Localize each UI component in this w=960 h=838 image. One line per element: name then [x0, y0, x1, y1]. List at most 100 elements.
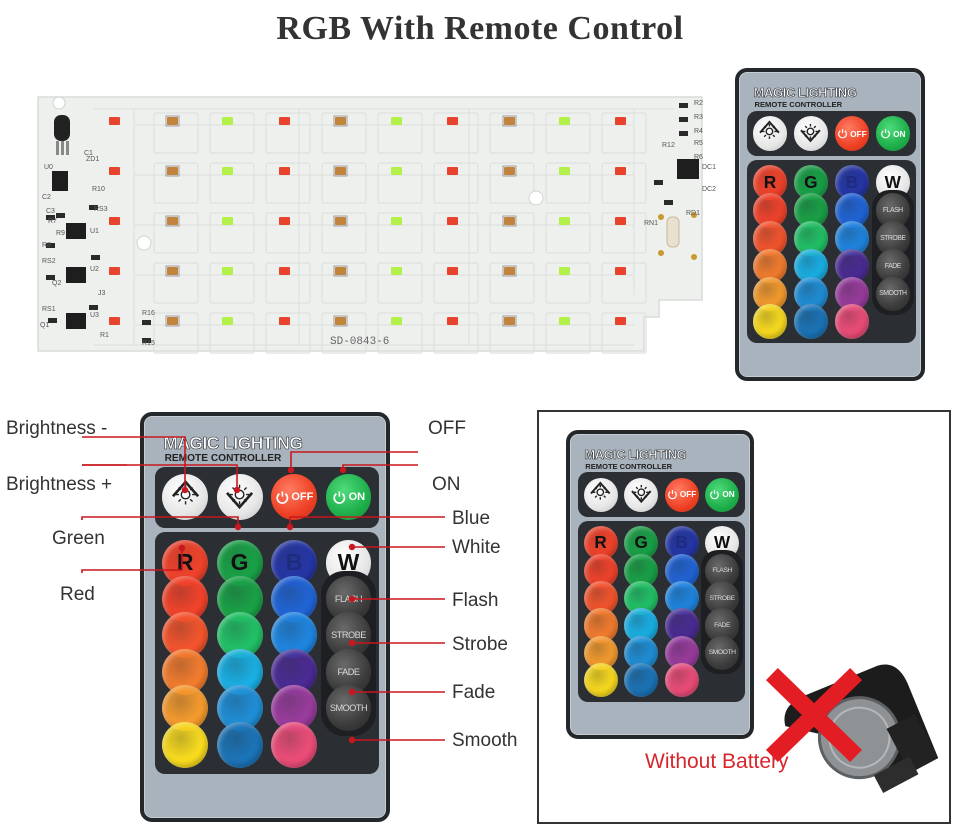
strobe-button-label: STROBE	[709, 594, 736, 602]
color-button[interactable]	[216, 721, 263, 768]
color-button[interactable]	[752, 304, 788, 339]
off-button[interactable]: OFF	[271, 474, 318, 521]
pcb-led-white	[222, 217, 233, 225]
on-button[interactable]: ON	[875, 116, 911, 151]
strobe-button-label: STROBE	[880, 234, 906, 242]
red-button-label: R	[763, 172, 777, 193]
blue-button[interactable]: B	[664, 526, 699, 561]
svg-text:U1: U1	[90, 228, 99, 235]
svg-text:Q2: Q2	[52, 280, 61, 287]
pcb-led-warm	[335, 117, 346, 125]
label-brightness-plus: Brightness +	[6, 474, 113, 495]
brightness-up-button[interactable]	[793, 116, 829, 151]
color-button[interactable]	[624, 663, 659, 698]
brightness-up-icon	[629, 480, 654, 510]
svg-text:ZD1: ZD1	[86, 156, 99, 163]
pcb-led-red	[109, 117, 120, 125]
color-button[interactable]	[664, 663, 699, 698]
color-button[interactable]	[583, 663, 618, 698]
smooth-button[interactable]: SMOOTH	[325, 685, 372, 732]
red-x-mark-icon	[765, 667, 863, 763]
remote-subtitle-label: REMOTE CONTROLLER	[164, 453, 282, 465]
flash-button-label: FLASH	[334, 594, 363, 605]
pcb-led-red	[615, 267, 626, 275]
pcb-led-warm	[167, 317, 178, 325]
pcb-led-warm	[167, 167, 178, 175]
fade-button-label: FADE	[714, 621, 731, 629]
on-button-label: ON	[348, 491, 366, 504]
off-button[interactable]: OFF	[664, 477, 699, 512]
smooth-button[interactable]: SMOOTH	[705, 635, 740, 670]
green-button-label: G	[634, 533, 648, 553]
pcb-led-white	[559, 167, 570, 175]
label-brightness-minus: Brightness -	[6, 418, 108, 439]
label-strobe: Strobe	[452, 634, 508, 655]
pcb-led-white	[391, 317, 402, 325]
on-button-label: ON	[722, 490, 735, 500]
svg-text:DC1: DC1	[702, 164, 716, 171]
pcb-led-warm	[504, 117, 515, 125]
on-button[interactable]: ON	[705, 477, 740, 512]
red-button-label: R	[176, 549, 194, 576]
flash-button-label: FLASH	[712, 567, 732, 575]
on-button[interactable]: ON	[325, 474, 372, 521]
svg-text:RN1: RN1	[644, 220, 658, 227]
brightness-down-button[interactable]	[752, 116, 788, 151]
svg-text:R4: R4	[694, 128, 703, 135]
svg-text:Q1: Q1	[40, 322, 49, 329]
pcb-led-white	[559, 267, 570, 275]
red-button[interactable]: R	[752, 165, 788, 200]
color-button[interactable]	[834, 304, 870, 339]
smooth-button[interactable]: SMOOTH	[875, 276, 911, 312]
brightness-up-icon	[798, 119, 823, 149]
svg-text:DC2: DC2	[702, 186, 716, 193]
svg-text:R16: R16	[142, 310, 155, 317]
pcb-led-red	[447, 267, 458, 275]
page-title: RGB With Remote Control	[276, 10, 684, 47]
brightness-up-button[interactable]	[624, 477, 659, 512]
pcb-led-white	[222, 267, 233, 275]
svg-text:R12: R12	[662, 142, 675, 149]
no-battery-panel	[537, 410, 951, 824]
off-button-label: OFF	[291, 491, 314, 504]
green-button-label: G	[230, 549, 249, 576]
pcb-led-red	[279, 267, 290, 275]
color-button[interactable]	[162, 721, 209, 768]
off-button[interactable]: OFF	[834, 116, 870, 151]
svg-text:R5: R5	[694, 140, 703, 147]
green-button[interactable]: G	[216, 539, 263, 586]
fade-button[interactable]: FADE	[875, 248, 911, 284]
color-button[interactable]	[793, 304, 829, 339]
power-icon	[332, 490, 347, 505]
svg-text:RS3: RS3	[94, 206, 108, 213]
pcb-led-white	[391, 167, 402, 175]
svg-text:RS1: RS1	[42, 306, 56, 313]
svg-text:RD1: RD1	[686, 210, 700, 217]
pcb-led-red	[109, 217, 120, 225]
pcb-led-red	[279, 167, 290, 175]
pcb-led-white	[391, 117, 402, 125]
pcb-led-white	[391, 217, 402, 225]
pcb-led-white	[559, 117, 570, 125]
led-pcb-board: ZD1U0R10C1C2C3R7R8R9RS3U1RS2Q2J3U2RS1Q1R…	[37, 96, 716, 354]
label-white: White	[452, 537, 501, 558]
svg-text:R3: R3	[694, 114, 703, 121]
pcb-led-red	[279, 217, 290, 225]
remote-subtitle-label: REMOTE CONTROLLER	[754, 100, 843, 110]
power-icon	[709, 489, 720, 500]
color-button[interactable]	[271, 721, 318, 768]
label-red: Red	[60, 584, 95, 605]
pcb-led-red	[447, 217, 458, 225]
brightness-down-button[interactable]	[583, 477, 618, 512]
svg-text:R1: R1	[100, 332, 109, 339]
pcb-led-white	[391, 267, 402, 275]
remote-subtitle-label: REMOTE CONTROLLER	[585, 461, 673, 471]
pcb-led-red	[615, 317, 626, 325]
pcb-led-warm	[167, 267, 178, 275]
pcb-led-warm	[504, 317, 515, 325]
label-blue: Blue	[452, 508, 491, 529]
svg-text:RS2: RS2	[42, 258, 56, 265]
pcb-led-red	[109, 167, 120, 175]
